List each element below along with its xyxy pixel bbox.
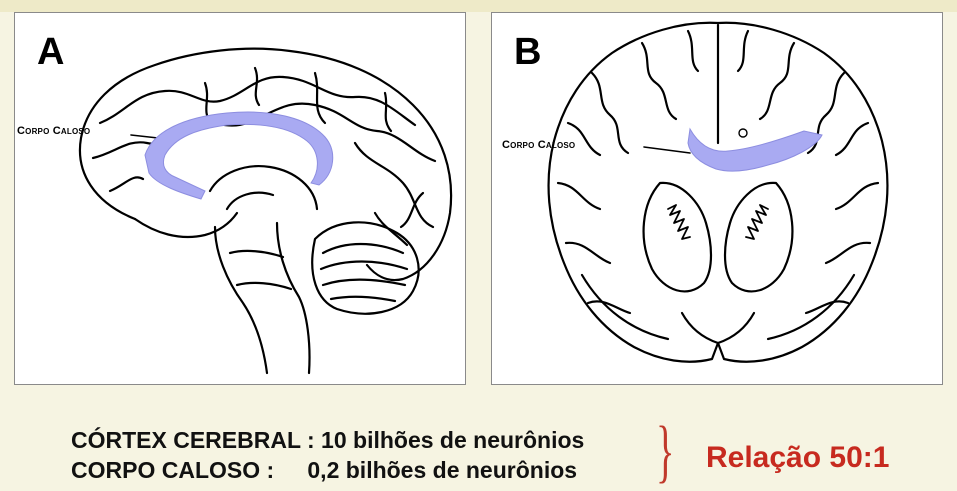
- corpus-callosum-coronal: [688, 129, 822, 171]
- cortex-value: 10 bilhões de neurônios: [321, 427, 584, 453]
- corpus-callosum-label-a: Corpo Caloso: [17, 125, 90, 137]
- top-strip: [0, 0, 957, 12]
- corpus-callosum-label-b: Corpo Caloso: [502, 139, 575, 151]
- cortex-label: CÓRTEX CEREBRAL :: [71, 427, 315, 454]
- ratio-text: Relação 50:1: [706, 441, 889, 475]
- cortex-row: CÓRTEX CEREBRAL : 10 bilhões de neurônio…: [71, 427, 584, 454]
- caption: CÓRTEX CEREBRAL : 10 bilhões de neurônio…: [0, 395, 957, 491]
- sagittal-brain-drawing: [15, 13, 466, 385]
- corpus-callosum-caption-label: CORPO CALOSO :: [71, 457, 301, 484]
- panel-letter-a: A: [37, 31, 64, 74]
- panel-b-coronal: B Corpo Caloso: [491, 12, 943, 385]
- corpus-callosum-row: CORPO CALOSO : 0,2 bilhões de neurônios: [71, 457, 577, 484]
- coronal-brain-drawing: [492, 13, 943, 385]
- corpus-callosum-value: 0,2 bilhões de neurônios: [307, 457, 577, 483]
- right-brace-icon: }: [656, 417, 674, 487]
- panel-letter-b: B: [514, 31, 541, 74]
- panel-a-sagittal: A Corpo Caloso: [14, 12, 466, 385]
